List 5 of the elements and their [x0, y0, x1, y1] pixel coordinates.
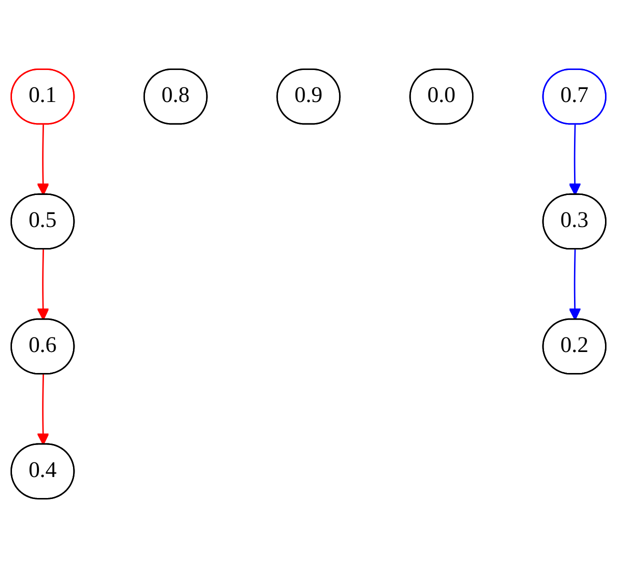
- arrow: [36, 374, 50, 445]
- arrow: [568, 124, 582, 195]
- arrow: [36, 249, 50, 320]
- arrow: [568, 249, 582, 320]
- arrow: [36, 124, 50, 195]
